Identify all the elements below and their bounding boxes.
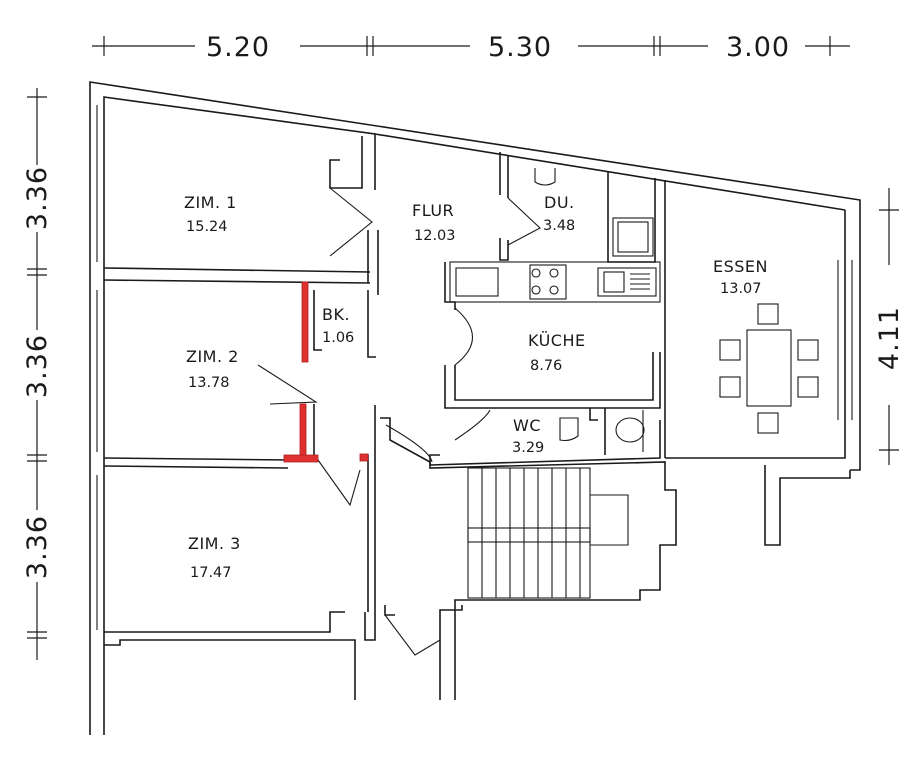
highlighted-wall-zim2-bottom bbox=[283, 454, 319, 463]
wc-sink-icon bbox=[559, 417, 579, 442]
dimension-left-1: 3.36 bbox=[22, 166, 53, 230]
room-name-zim2: ZIM. 2 bbox=[186, 347, 239, 366]
chair-icon bbox=[719, 376, 741, 398]
dimension-left-2: 3.36 bbox=[22, 334, 53, 398]
room-area-essen: 13.07 bbox=[720, 281, 762, 297]
toilet-icon bbox=[615, 417, 645, 443]
dimension-left-3: 3.36 bbox=[22, 515, 53, 579]
room-area-bk: 1.06 bbox=[322, 330, 354, 346]
highlighted-wall-zim2 bbox=[299, 403, 307, 461]
chair-icon bbox=[797, 376, 819, 398]
dimension-top-3: 3.00 bbox=[726, 32, 790, 63]
chair-icon bbox=[797, 339, 819, 361]
shower-fixture-icon bbox=[534, 168, 556, 186]
chair-icon bbox=[757, 412, 779, 434]
dimension-top-1: 5.20 bbox=[206, 32, 270, 63]
dimension-line-left: 3.36 3.36 3.36 bbox=[22, 88, 53, 660]
room-name-kueche: KÜCHE bbox=[528, 331, 586, 350]
room-area-wc: 3.29 bbox=[512, 440, 544, 456]
fixtures bbox=[531, 168, 654, 452]
highlighted-wall-bk bbox=[301, 281, 309, 363]
dimension-line-right: 4.11 bbox=[874, 188, 905, 465]
room-area-kueche: 8.76 bbox=[530, 358, 562, 374]
highlighted-wall-flur bbox=[359, 453, 369, 462]
chair-icon bbox=[719, 339, 741, 361]
room-area-zim3: 17.47 bbox=[190, 565, 232, 581]
chair-icon bbox=[757, 303, 779, 325]
dimension-top-2: 5.30 bbox=[488, 32, 552, 63]
room-area-zim2: 13.78 bbox=[188, 375, 230, 391]
room-name-essen: ESSEN bbox=[713, 257, 768, 276]
room-area-flur: 12.03 bbox=[414, 228, 456, 244]
outer-walls bbox=[89, 81, 861, 735]
room-name-du: DU. bbox=[544, 193, 575, 212]
room-area-zim1: 15.24 bbox=[186, 219, 228, 235]
doors bbox=[257, 187, 541, 656]
highlighted-walls bbox=[283, 281, 369, 463]
room-area-du: 3.48 bbox=[543, 218, 575, 234]
dimension-line-top: 5.20 5.30 3.00 bbox=[92, 32, 850, 63]
sink-icon bbox=[603, 271, 625, 293]
dimension-right-1: 4.11 bbox=[874, 306, 905, 370]
washbasin-icon bbox=[612, 217, 654, 257]
room-name-zim1: ZIM. 1 bbox=[184, 193, 237, 212]
room-name-flur: FLUR bbox=[412, 201, 454, 220]
staircase bbox=[467, 467, 629, 599]
dining-table bbox=[719, 303, 819, 434]
room-name-zim3: ZIM. 3 bbox=[188, 534, 241, 553]
room-name-bk: BK. bbox=[322, 305, 350, 324]
room-labels: ZIM. 1 15.24 FLUR 12.03 DU. 3.48 ESSEN 1… bbox=[184, 193, 768, 581]
room-name-wc: WC bbox=[513, 416, 541, 435]
